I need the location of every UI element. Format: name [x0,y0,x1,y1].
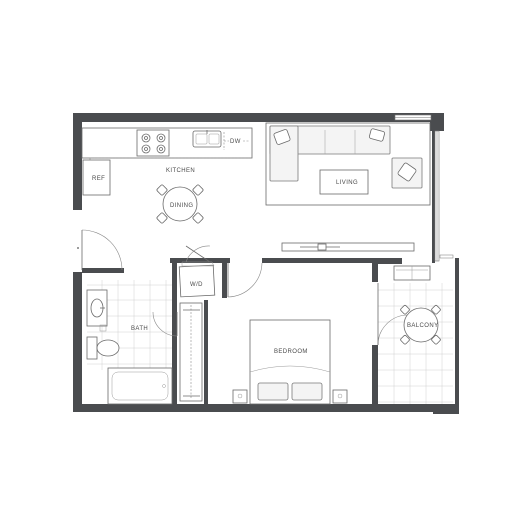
armchair-icon [391,157,423,189]
entry-door [77,229,123,271]
bedroom-label: BEDROOM [274,349,308,355]
sofa-icon [269,125,391,182]
dishwasher-label: DW [230,139,241,145]
balcony-label: BALCONY [407,323,438,329]
closet [179,302,203,402]
bathroom-vanity [86,289,108,332]
wd-door-swing [185,245,211,263]
balcony-tile-floor [378,283,453,406]
cooktop-icon [136,129,170,157]
nightstands [232,389,348,404]
dining-table-icon: DINING [156,184,204,224]
refrigerator: REF [82,159,111,196]
tv-console [281,242,415,252]
refrigerator-label: REF [92,176,105,182]
bath-label: BATH [131,326,148,332]
bedroom-door [227,262,263,298]
outdoor-console [393,265,431,281]
washer-dryer-label: W/D [190,282,203,288]
kitchen-label: KITCHEN [166,168,195,174]
washer-dryer: W/D [178,261,216,298]
kitchen-sink-icon [192,130,222,148]
living-label: LIVING [336,180,358,186]
balcony-table-icon: BALCONY [400,304,441,345]
coffee-table: LIVING [319,169,369,195]
bath-door [152,311,178,337]
dining-label: DINING [170,203,193,209]
bathtub-icon [107,367,173,405]
toilet-icon [86,336,120,360]
windows [394,114,454,262]
walls [73,113,459,414]
dishwasher: DW [223,132,250,150]
bed-icon: BEDROOM [249,319,331,405]
balcony-door [377,283,409,346]
